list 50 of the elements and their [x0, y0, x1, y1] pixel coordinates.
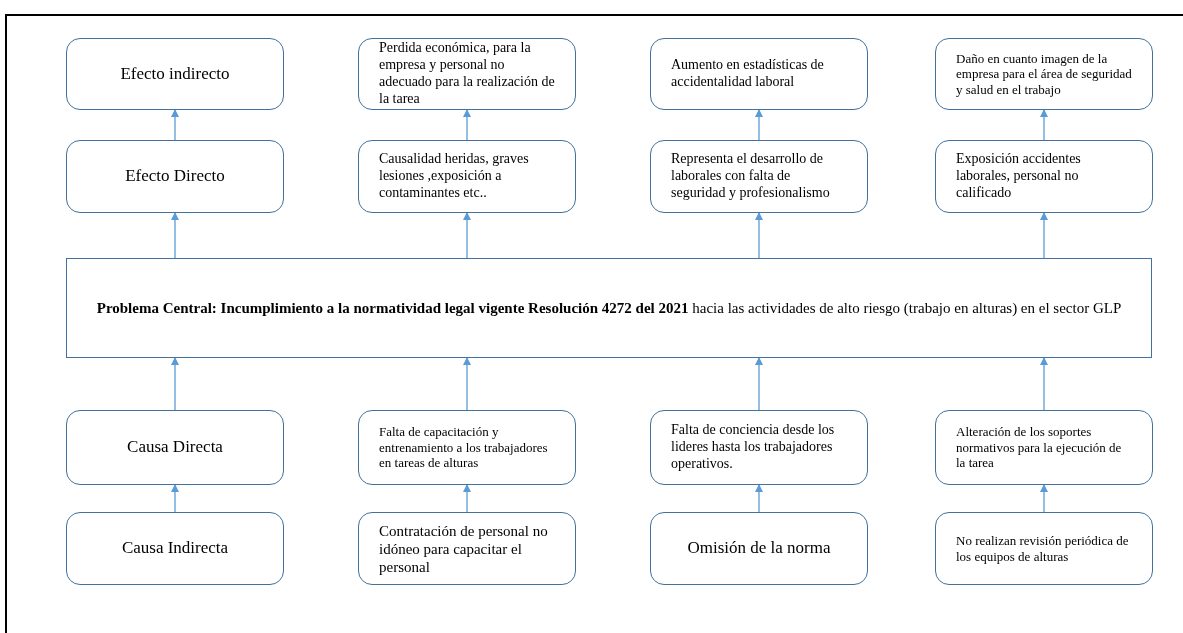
arrow	[755, 212, 763, 259]
box-text: Aumento en estadísticas de accidentalidad laboral	[671, 57, 825, 91]
box-text: Causalidad heridas, graves lesiones ,exposición a contaminantes etc..	[379, 151, 530, 202]
rounded-box	[66, 38, 284, 110]
rounded-box	[66, 140, 284, 213]
arrow	[755, 109, 763, 141]
arrow	[171, 109, 179, 141]
box-text: Falta de capacitación y entrenamiento a los trabajadores en tareas de alturas	[379, 424, 549, 471]
box-text: Daño en cuanto imagen de la empresa para el área de seguridad y salud en el trabajo	[956, 50, 1132, 98]
arrow	[1040, 109, 1048, 141]
arrow	[463, 109, 471, 141]
arrow	[1040, 484, 1048, 513]
rounded-box	[935, 140, 1153, 213]
rounded-box	[650, 410, 868, 485]
arrow	[171, 212, 179, 259]
arrow	[171, 357, 179, 411]
box-text: Efecto Directo	[124, 166, 226, 187]
box-text: Representa el desarrollo de laborales con falta de seguridad y profesionalismo	[671, 151, 831, 202]
rounded-box	[358, 140, 576, 213]
box-text: Causa Indirecta	[120, 538, 230, 559]
central-problem-box	[66, 258, 1152, 358]
rounded-box	[935, 38, 1153, 110]
box-text: Omisión de la norma	[686, 538, 832, 559]
box-text: No realizan revisión periódica de los equipos de alturas	[956, 532, 1130, 565]
arrow	[755, 357, 763, 411]
rounded-box	[650, 38, 868, 110]
rounded-box	[650, 512, 868, 585]
box-text: Perdida económica, para la empresa y personal no adecuado para la realización de la tarea	[379, 40, 555, 108]
arrow	[171, 484, 179, 513]
rounded-box	[358, 410, 576, 485]
rounded-box	[358, 38, 576, 110]
box-text: Causa Directa	[126, 437, 224, 458]
arrow	[1040, 212, 1048, 259]
rounded-box	[935, 512, 1153, 585]
rounded-box	[66, 410, 284, 485]
box-text: Alteración de los soportes normativos para la ejecución de la tarea	[956, 424, 1123, 471]
box-text: Exposición accidentes laborales, personal no calificado	[956, 151, 1082, 202]
rounded-box	[358, 512, 576, 585]
arrow	[1040, 357, 1048, 411]
arrow	[755, 484, 763, 513]
box-text: Efecto indirecto	[119, 63, 231, 85]
box-text: Contratación de personal no idóneo para capacitar el personal	[379, 521, 549, 576]
arrow	[463, 212, 471, 259]
box-text: Problema Central: Incumplimiento a la normatividad legal vigente Resolución 4272 del 2021 hacia las actividades de alto riesgo (trabajo en alturas) en el sector GLP	[96, 299, 1122, 317]
rounded-box	[650, 140, 868, 213]
rounded-box	[66, 512, 284, 585]
arrow	[463, 484, 471, 513]
rounded-box	[935, 410, 1153, 485]
arrow	[463, 357, 471, 411]
box-text: Falta de conciencia desde los lideres hasta los trabajadores operativos.	[671, 422, 836, 473]
